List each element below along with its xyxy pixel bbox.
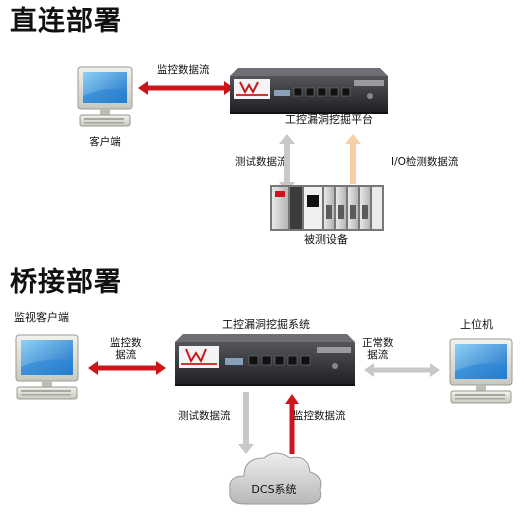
io-flow-arrow	[345, 134, 361, 184]
system-appliance-icon	[175, 334, 355, 386]
platform-appliance-icon	[230, 68, 388, 114]
plc-device-icon	[270, 185, 384, 231]
monitor-flow-arrow-2	[88, 361, 166, 375]
monitor-data-arrow	[285, 394, 299, 454]
normal-flow-arrow	[364, 363, 440, 377]
monitor-flow-arrow	[138, 81, 234, 95]
client-label: 客户端	[89, 136, 121, 148]
host-computer-icon	[446, 338, 516, 410]
test-flow-label-2: 测试数据流	[178, 410, 231, 422]
test-flow-arrow-2	[238, 392, 254, 454]
dcs-label: DCS系统	[251, 483, 297, 496]
section2-title: 桥接部署	[10, 267, 122, 298]
test-flow-label-1: 测试数据流	[235, 156, 288, 168]
io-flow-label: I/O检测数据流	[391, 156, 459, 168]
host-label: 上位机	[460, 318, 493, 331]
monitor-client-computer-icon	[12, 334, 82, 404]
monitor-flow-label: 监控数据流	[157, 64, 210, 76]
dcs-cloud-icon	[224, 446, 326, 512]
system-label: 工控漏洞挖掘系统	[222, 318, 310, 331]
platform-label: 工控漏洞挖掘平台	[285, 113, 373, 126]
monitor-flow-label-2: 监控数 据流	[110, 337, 142, 362]
normal-flow-label: 正常数 据流	[362, 337, 394, 362]
section1-title: 直连部署	[10, 6, 122, 37]
client-computer-icon	[74, 66, 136, 132]
monitor-client-label: 监视客户端	[14, 311, 69, 324]
device-label: 被测设备	[304, 233, 348, 246]
test-flow-arrow-1	[279, 134, 295, 192]
monitor-data-label: 监控数据流	[293, 410, 346, 422]
